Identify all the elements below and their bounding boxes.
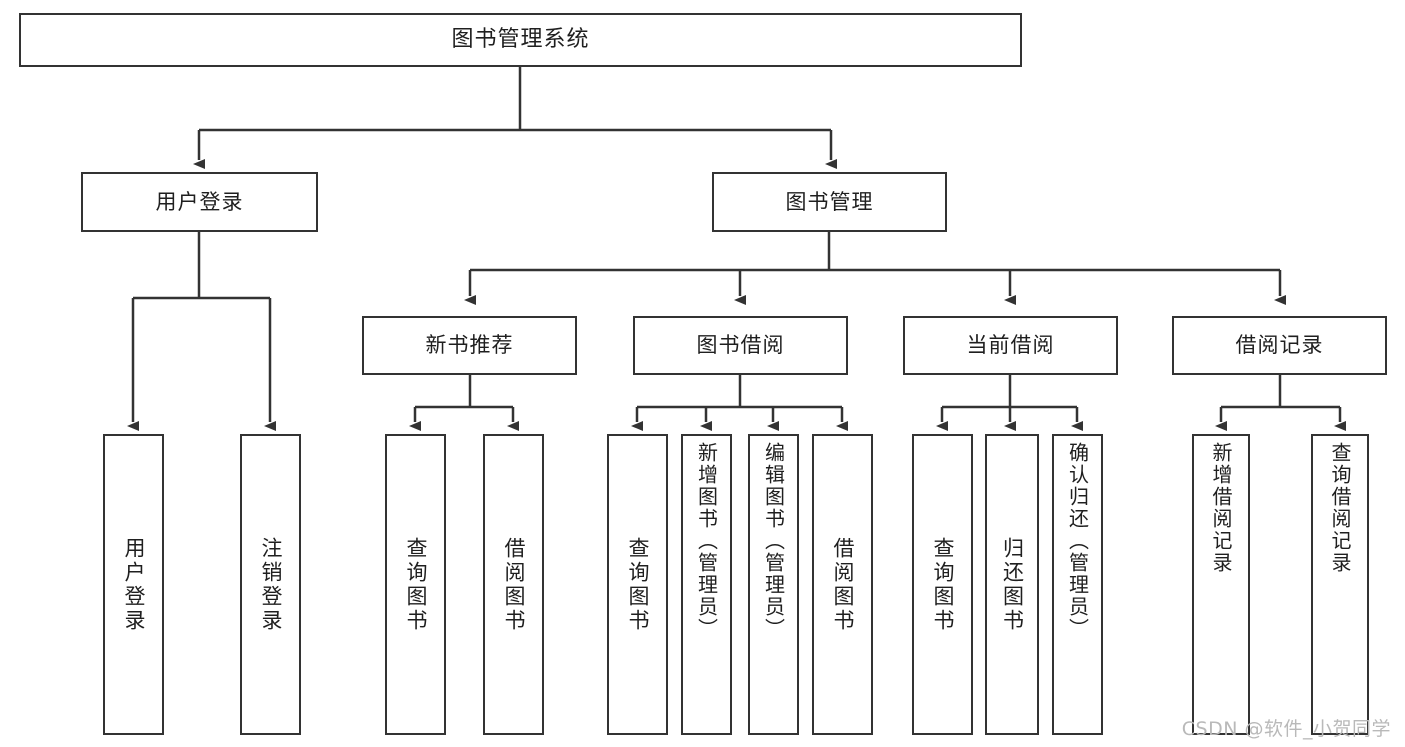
node-label: 用户登录 xyxy=(122,536,146,633)
node-root-system[interactable]: 图书管理系统 xyxy=(19,13,1022,67)
leaf-query-book-current[interactable]: 查询图书 xyxy=(912,434,973,735)
watermark-text: CSDN @软件_小贺同学 xyxy=(1181,718,1391,740)
node-label: 借阅图书 xyxy=(502,536,526,633)
leaf-add-book-admin[interactable]: 新增图书（管理员） xyxy=(681,434,732,735)
node-current-borrow[interactable]: 当前借阅 xyxy=(903,316,1118,375)
node-label: 归还图书 xyxy=(1000,536,1025,633)
node-label: 借阅记录 xyxy=(1235,333,1324,358)
node-label: 查询图书 xyxy=(404,536,428,633)
node-book-borrow[interactable]: 图书借阅 xyxy=(633,316,848,375)
node-label: 新增图书（管理员） xyxy=(694,442,719,640)
node-book-management[interactable]: 图书管理 xyxy=(712,172,947,232)
node-label: 新增借阅记录 xyxy=(1209,442,1233,574)
leaf-user-login[interactable]: 用户登录 xyxy=(103,434,164,735)
leaf-confirm-return-admin[interactable]: 确认归还（管理员） xyxy=(1052,434,1103,735)
node-label: 借阅图书 xyxy=(831,536,855,633)
node-label: 用户登录 xyxy=(155,189,244,214)
node-borrow-record[interactable]: 借阅记录 xyxy=(1172,316,1387,375)
leaf-borrow-book-recommend[interactable]: 借阅图书 xyxy=(483,434,544,735)
node-label: 编辑图书（管理员） xyxy=(761,442,786,640)
node-label: 查询图书 xyxy=(626,536,650,633)
leaf-logout[interactable]: 注销登录 xyxy=(240,434,301,735)
node-label: 查询图书 xyxy=(931,536,955,633)
node-label: 注销登录 xyxy=(259,536,283,633)
node-label: 确认归还（管理员） xyxy=(1065,442,1090,640)
node-label: 图书管理系统 xyxy=(451,27,590,53)
leaf-add-borrow-record[interactable]: 新增借阅记录 xyxy=(1192,434,1250,735)
node-label: 新书推荐 xyxy=(425,333,514,358)
node-label: 当前借阅 xyxy=(966,333,1055,358)
node-label: 图书管理 xyxy=(785,189,874,214)
leaf-query-book-recommend[interactable]: 查询图书 xyxy=(385,434,446,735)
leaf-query-book-borrow[interactable]: 查询图书 xyxy=(607,434,668,735)
node-new-book-recommend[interactable]: 新书推荐 xyxy=(362,316,577,375)
leaf-edit-book-admin[interactable]: 编辑图书（管理员） xyxy=(748,434,799,735)
node-label: 查询借阅记录 xyxy=(1328,442,1352,574)
leaf-query-borrow-record[interactable]: 查询借阅记录 xyxy=(1311,434,1369,735)
node-label: 图书借阅 xyxy=(696,333,785,358)
leaf-return-book[interactable]: 归还图书 xyxy=(985,434,1039,735)
node-user-login[interactable]: 用户登录 xyxy=(81,172,318,232)
leaf-borrow-book[interactable]: 借阅图书 xyxy=(812,434,873,735)
